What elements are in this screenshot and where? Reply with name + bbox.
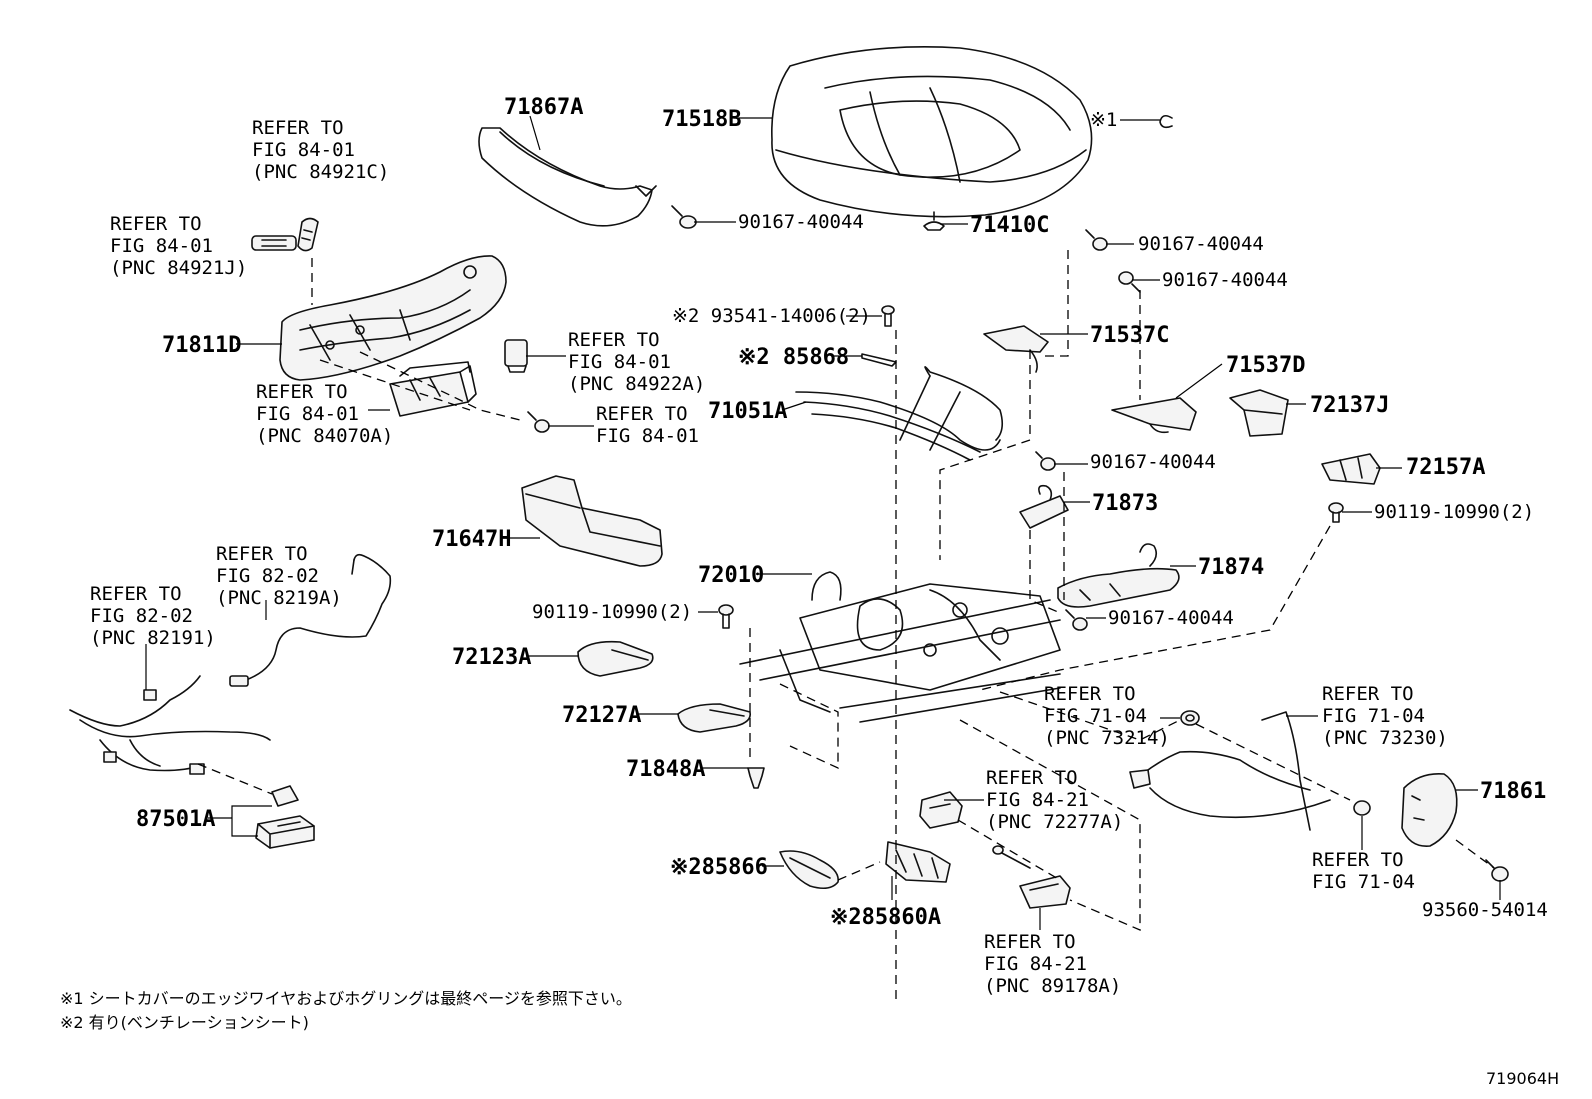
label-ref-73214: REFER TO FIG 71-04 (PNC 73214) — [1044, 683, 1170, 749]
label-71867A: 71867A — [504, 95, 583, 120]
label-ref-82191: REFER TO FIG 82-02 (PNC 82191) — [90, 583, 216, 649]
label-90167-40044-top: 90167-40044 — [738, 211, 864, 233]
label-ref-84921C: REFER TO FIG 84-01 (PNC 84921C) — [252, 117, 389, 183]
label-90119-10990-right: 90119-10990(2) — [1374, 501, 1534, 523]
label-72123A: 72123A — [452, 645, 531, 670]
label-71874: 71874 — [1198, 555, 1264, 580]
cover-72277A — [919, 791, 963, 829]
label-90167-40044-bottom: 90167-40044 — [1108, 607, 1234, 629]
side-shield-71811D — [279, 255, 507, 381]
cover-72127A — [677, 703, 752, 733]
label-72010: 72010 — [698, 563, 764, 588]
label-71518B: 71518B — [662, 107, 741, 132]
footnote-1: ※1 シートカバーのエッジワイヤおよびホグリングは最終ページを参照下さい。 — [60, 989, 632, 1008]
clip-icon — [747, 767, 765, 789]
label-93560-54014: 93560-54014 — [1422, 899, 1548, 921]
bolt-icon — [1328, 502, 1344, 523]
spring-assembly-71051A — [795, 366, 1004, 461]
hog-ring-icon — [1159, 114, 1173, 129]
screw-icon — [1065, 609, 1088, 631]
label-90167-40044-r1: 90167-40044 — [1138, 233, 1264, 255]
screw-icon — [671, 205, 697, 229]
seat-cushion-cover-71518B — [771, 46, 1093, 218]
label-ref-fig-71-04: REFER TO FIG 71-04 — [1312, 849, 1415, 893]
part-labels: 71518B 71867A ※1 REFER TO FIG 84-01 (PNC… — [60, 95, 1559, 1088]
fan-bracket-icon — [861, 353, 897, 367]
cover-71873 — [1019, 484, 1069, 529]
label-71811D: 71811D — [162, 333, 241, 358]
switch-knob-icon — [251, 235, 297, 251]
switch-knob-icon — [297, 217, 319, 252]
cover-72157A — [1321, 453, 1381, 485]
label-93541-14006: ※2 93541-14006(2) — [672, 305, 871, 327]
label-71647H: 71647H — [432, 527, 511, 552]
label-71848A: 71848A — [626, 757, 705, 782]
bracket-89178A — [1019, 875, 1071, 909]
clip-icon — [923, 211, 945, 231]
label-71410C: 71410C — [970, 213, 1049, 238]
screw-icon — [1118, 271, 1141, 293]
wire-harness-8219A — [229, 553, 392, 687]
label-ref-84922A: REFER TO FIG 84-01 (PNC 84922A) — [568, 329, 705, 395]
cover-72123A — [577, 640, 654, 677]
wire-harness-82191 — [69, 675, 271, 775]
footnote-2: ※2 有り(ベンチレーションシート) — [60, 1013, 309, 1032]
label-71051A: 71051A — [708, 399, 787, 424]
side-cover-71867A — [478, 127, 657, 227]
bracket-71537C — [983, 325, 1049, 373]
label-85866: ※285866 — [670, 855, 768, 880]
nut-icon — [1180, 710, 1200, 726]
label-ref-89178A: REFER TO FIG 84-21 (PNC 89178A) — [984, 931, 1121, 997]
label-71861: 71861 — [1480, 779, 1546, 804]
label-87501A: 87501A — [136, 807, 215, 832]
sensor-87501A — [255, 785, 315, 849]
cover-72137J — [1229, 389, 1289, 437]
label-71537C: 71537C — [1090, 323, 1169, 348]
figure-id: 719064H — [1486, 1069, 1559, 1088]
label-85868: ※2 85868 — [738, 345, 849, 370]
bolt-icon — [718, 604, 734, 629]
bracket-85866 — [779, 850, 839, 890]
label-90167-40044-mid: 90167-40044 — [1090, 451, 1216, 473]
leader-lines — [145, 115, 1501, 930]
screw-icon — [1485, 859, 1509, 882]
label-ref-72277A: REFER TO FIG 84-21 (PNC 72277A) — [986, 767, 1123, 833]
cover-71861 — [1401, 772, 1458, 847]
label-note-mark-1: ※1 — [1090, 109, 1117, 131]
label-71873: 71873 — [1092, 491, 1158, 516]
screw-icon — [527, 411, 550, 433]
label-72127A: 72127A — [562, 703, 641, 728]
assembly-lines — [197, 250, 1495, 1000]
label-72137J: 72137J — [1310, 393, 1389, 418]
screw-icon — [1085, 229, 1108, 251]
label-71537D: 71537D — [1226, 353, 1305, 378]
switch-icon — [504, 339, 528, 373]
bolt-icon — [881, 305, 895, 327]
label-90167-40044-r2: 90167-40044 — [1162, 269, 1288, 291]
power-seat-switch-icon — [389, 361, 477, 417]
screw-icon — [1035, 451, 1056, 471]
label-72157A: 72157A — [1406, 455, 1485, 480]
label-ref-8219A: REFER TO FIG 82-02 (PNC 8219A) — [216, 543, 342, 609]
label-ref-84921J: REFER TO FIG 84-01 (PNC 84921J) — [110, 213, 247, 279]
nut-icon — [1353, 800, 1371, 816]
seat-belt-buckle-73230 — [1129, 711, 1331, 831]
label-90119-10990-left: 90119-10990(2) — [532, 601, 692, 623]
fan-85860A — [885, 841, 951, 883]
label-ref-73230: REFER TO FIG 71-04 (PNC 73230) — [1322, 683, 1448, 749]
label-ref-fig-84-01: REFER TO FIG 84-01 — [596, 403, 699, 447]
bracket-71537D — [1111, 397, 1197, 434]
label-ref-84070A: REFER TO FIG 84-01 (PNC 84070A) — [256, 381, 393, 447]
pad-71647H — [521, 475, 663, 567]
cover-71874 — [1057, 543, 1180, 608]
label-85860A: ※285860A — [830, 905, 941, 930]
bolt-icon — [992, 845, 1031, 869]
seat-frame-72010 — [739, 571, 1061, 723]
